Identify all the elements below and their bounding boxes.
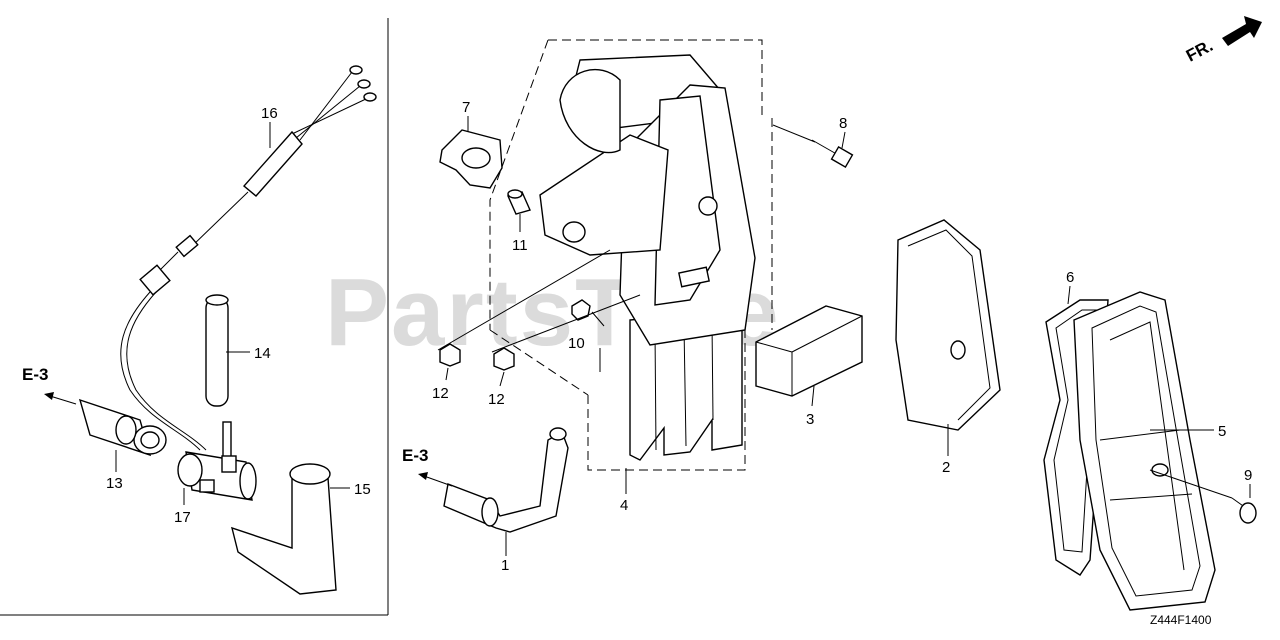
callout-5[interactable]: 5 [1218, 423, 1226, 440]
part-15-elbow-hose[interactable] [231, 463, 337, 595]
air-cleaner-housing [539, 54, 756, 346]
part-2-filter-element[interactable] [895, 219, 1001, 431]
part-14-hose[interactable] [205, 294, 229, 407]
part-12-nut-b[interactable] [493, 347, 515, 371]
drawing-code: Z444F1400 [1150, 613, 1212, 627]
part-3-foam-element[interactable] [755, 305, 863, 397]
ref-label-center[interactable]: E-3 [402, 446, 428, 465]
callout-12b[interactable]: 12 [488, 391, 505, 408]
left-inset-frame [0, 18, 389, 616]
callout-3[interactable]: 3 [806, 411, 814, 428]
ref-arrow-center-icon [418, 472, 453, 487]
ref-arrow-left-icon [44, 392, 77, 405]
callout-9[interactable]: 9 [1244, 467, 1252, 484]
callout-13[interactable]: 13 [106, 475, 123, 492]
part-13-clamp[interactable] [78, 398, 167, 457]
part-10-nut[interactable] [571, 299, 591, 321]
part-17-fitting[interactable] [177, 421, 257, 501]
part-16-wire-harness[interactable] [120, 65, 377, 451]
assembly-outline-dashed [489, 39, 773, 471]
callout-2[interactable]: 2 [942, 459, 950, 476]
part-9-screw[interactable] [1231, 497, 1257, 524]
part-12-nut-a[interactable] [439, 343, 461, 367]
callout-17[interactable]: 17 [174, 509, 191, 526]
ref-label-left[interactable]: E-3 [22, 365, 48, 384]
callout-1[interactable]: 1 [501, 557, 509, 574]
callout-16[interactable]: 16 [261, 105, 278, 122]
part-8-bolt[interactable] [811, 139, 854, 169]
leader-lines [115, 116, 1251, 556]
callout-12a[interactable]: 12 [432, 385, 449, 402]
part-11-pin[interactable] [507, 189, 531, 215]
part-1-breather-tube[interactable] [443, 427, 569, 533]
callout-7[interactable]: 7 [462, 99, 470, 116]
callout-15[interactable]: 15 [354, 481, 371, 498]
part-4-air-cleaner-case[interactable] [629, 309, 743, 461]
callout-11[interactable]: 11 [512, 237, 528, 254]
front-direction-label: FR. [1183, 36, 1216, 66]
part-5-air-cleaner-cover[interactable] [1073, 291, 1216, 611]
front-direction-arrow-icon [1222, 16, 1262, 46]
callout-8[interactable]: 8 [839, 115, 847, 132]
callout-4[interactable]: 4 [620, 497, 628, 514]
callout-10[interactable]: 10 [568, 335, 585, 352]
callout-14[interactable]: 14 [254, 345, 271, 362]
callout-6[interactable]: 6 [1066, 269, 1074, 286]
part-7-gasket[interactable] [439, 129, 503, 189]
